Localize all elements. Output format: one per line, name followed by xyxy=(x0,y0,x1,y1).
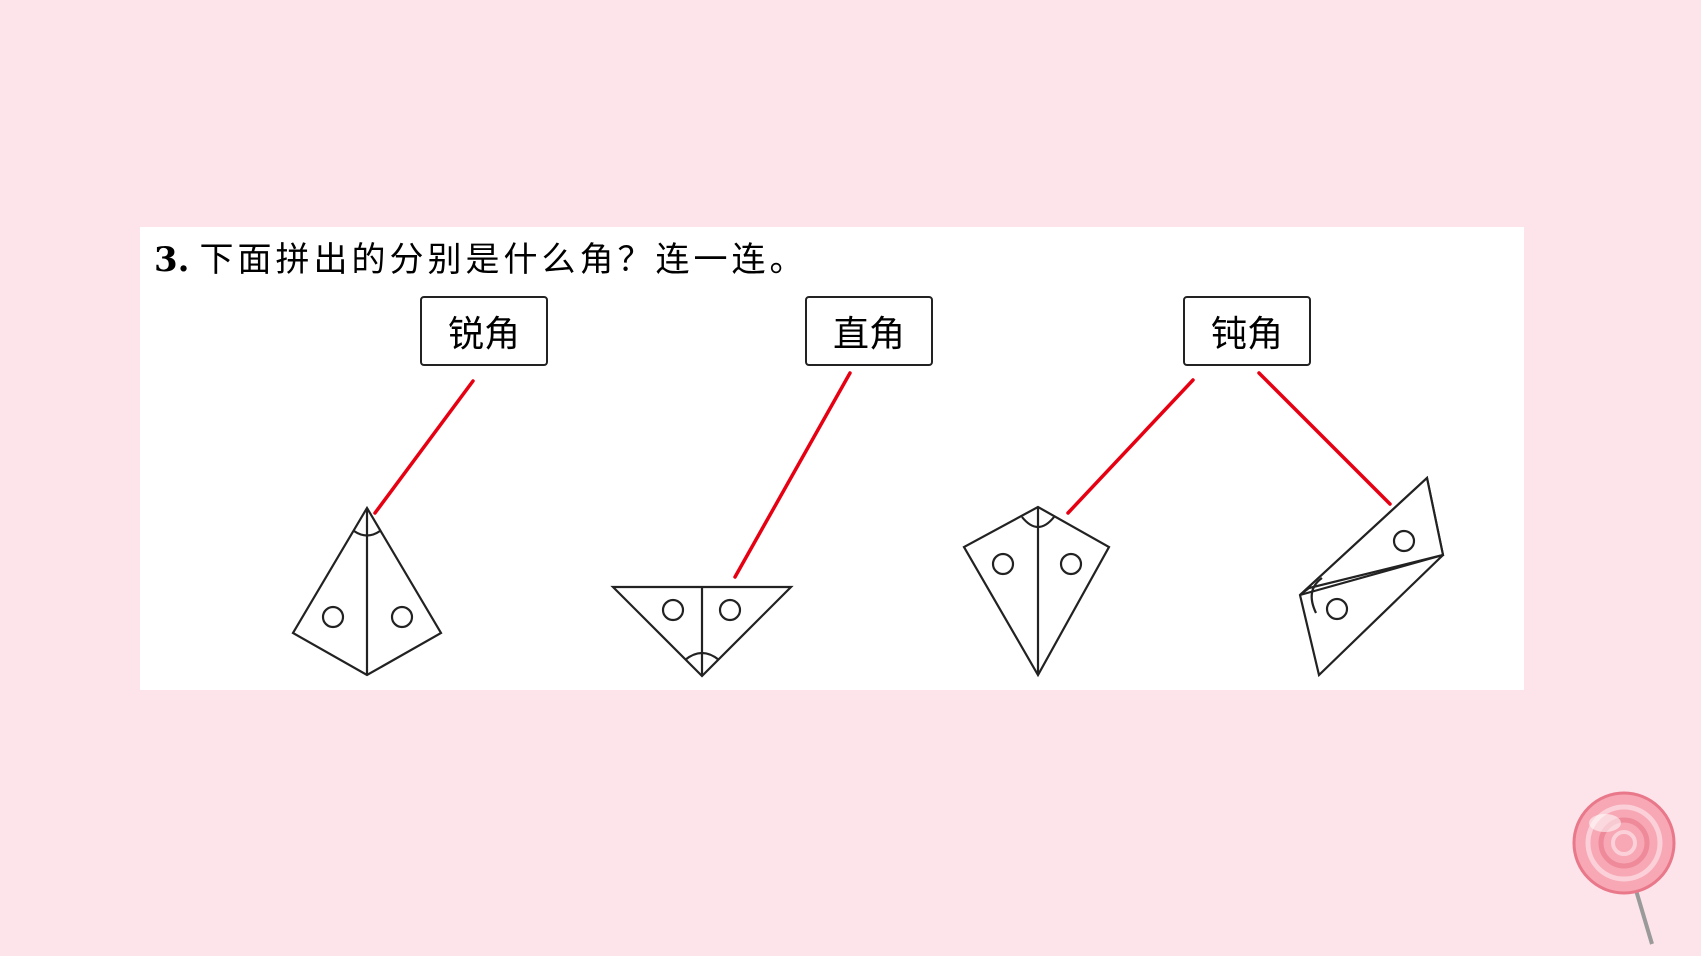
question-number: 3. xyxy=(154,240,190,280)
connector-obtuse-parallelogram xyxy=(1257,371,1392,506)
figure-obtuse-parallelogram[interactable] xyxy=(1298,475,1445,678)
label-obtuse-angle[interactable]: 钝角 xyxy=(1183,296,1311,366)
question-text: 3.下面拼出的分别是什么角？连一连。 xyxy=(154,232,808,281)
connector-right xyxy=(733,371,852,579)
label-acute-angle[interactable]: 锐角 xyxy=(420,296,548,366)
figure-right-triangle[interactable] xyxy=(610,585,794,678)
lollipop-icon xyxy=(1572,791,1676,945)
connector-lines xyxy=(373,371,1392,579)
question-prompt: 下面拼出的分别是什么角？连一连。 xyxy=(199,240,808,280)
connector-obtuse-kite xyxy=(1066,378,1195,515)
figure-obtuse-kite[interactable] xyxy=(962,505,1111,678)
figure-acute-kite[interactable] xyxy=(291,505,443,677)
connector-acute xyxy=(373,379,475,515)
label-right-angle[interactable]: 直角 xyxy=(805,296,933,366)
